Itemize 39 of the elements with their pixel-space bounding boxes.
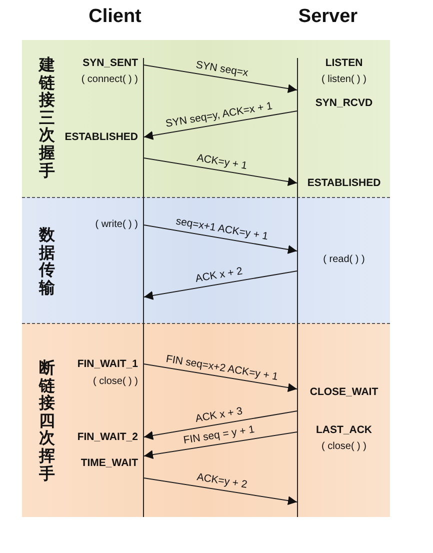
- edge-label: SYN seq=x: [194, 58, 249, 79]
- state-label: ESTABLISHED: [306, 177, 382, 189]
- call-label: ( write( ) ): [95, 219, 138, 230]
- edge-label: seq=x+1 ACK=y + 1: [174, 215, 270, 243]
- state-label: FIN_WAIT_2: [77, 431, 138, 443]
- message-arrow: [144, 432, 298, 460]
- state-label: FIN_WAIT_1: [77, 358, 138, 370]
- edge-label: ACK=y + 1: [196, 152, 248, 172]
- state-label: ESTABLISHED: [64, 131, 138, 143]
- lifeline-header: Server: [298, 6, 358, 28]
- edge-label: ACK x + 2: [194, 265, 244, 286]
- edge-label: ACK x + 3: [194, 405, 244, 426]
- state-label: LAST_ACK: [314, 424, 373, 436]
- call-label: ( close( ) ): [320, 441, 368, 452]
- lifeline-header: Client: [88, 6, 142, 28]
- message-arrow: [144, 64, 298, 93]
- state-label: LISTEN: [324, 57, 364, 69]
- message-arrow: [144, 270, 298, 300]
- state-label: TIME_WAIT: [80, 457, 138, 469]
- edge-label: ACK=y + 2: [196, 471, 248, 491]
- edge-label: FIN seq = y + 1: [182, 424, 256, 447]
- call-label: ( listen( ) ): [320, 74, 368, 85]
- state-label: SYN_SENT: [82, 57, 138, 69]
- call-label: ( read( ) ): [322, 254, 366, 265]
- edge-label: SYN seq=y, ACK=x + 1: [164, 100, 274, 130]
- lifeline: [297, 58, 298, 517]
- message-arrow: [144, 478, 298, 506]
- lifeline: [143, 58, 144, 517]
- phase-title: 数据传输: [39, 226, 55, 296]
- message-arrow: [144, 224, 298, 254]
- message-arrow: [144, 410, 298, 440]
- phase-title: 断链接四次挥手: [39, 359, 55, 482]
- edge-label: FIN seq=x+2 ACK=y + 1: [165, 352, 279, 383]
- phase-title: 建链接三次握手: [39, 56, 55, 180]
- state-label: CLOSE_WAIT: [308, 386, 380, 398]
- message-arrow: [144, 158, 298, 186]
- message-arrow: [144, 364, 298, 392]
- state-label: SYN_RCVD: [314, 97, 374, 109]
- message-arrow: [144, 110, 298, 140]
